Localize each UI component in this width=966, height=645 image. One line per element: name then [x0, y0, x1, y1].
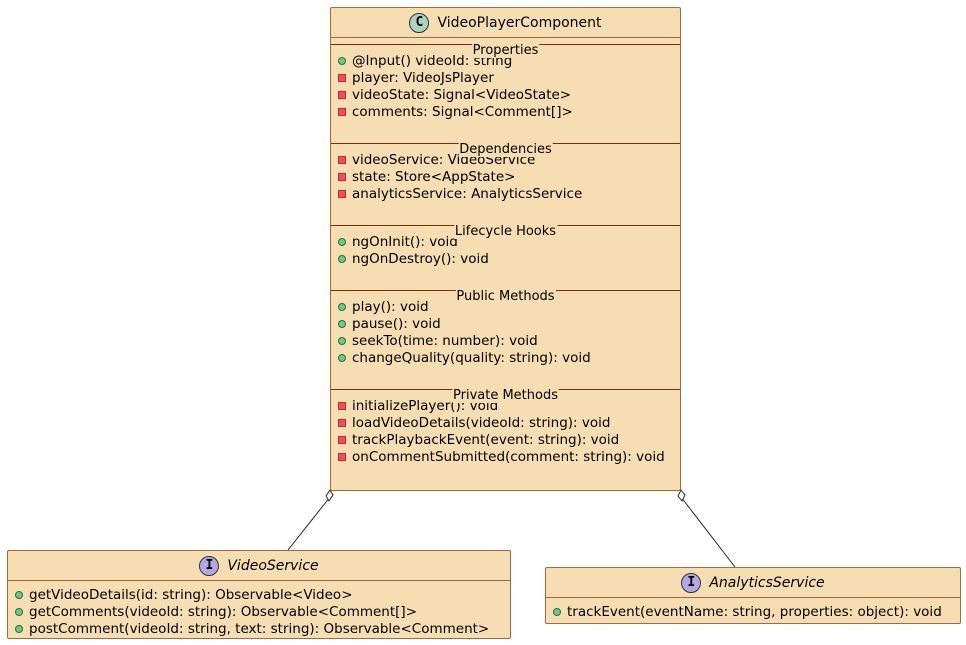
class-member: analyticsService: AnalyticsService: [331, 185, 680, 202]
section-title: Lifecycle Hooks: [453, 224, 558, 239]
public-visibility-icon: [338, 302, 346, 311]
class-member: onCommentSubmitted(comment: string): voi…: [331, 448, 680, 465]
interface-members: getVideoDetails(id: string): Observable<…: [8, 581, 510, 637]
member-text: loadVideoDetails(videoId: string): void: [352, 414, 611, 431]
section-title: Private Methods: [452, 388, 559, 403]
private-visibility-icon: [338, 418, 346, 427]
aggregation-line-analytics-service: [680, 496, 736, 568]
class-member: ngOnDestroy(): void: [331, 250, 680, 267]
aggregation-diamond-analytics-service: [677, 489, 686, 502]
class-header: C VideoPlayerComponent: [331, 8, 680, 38]
private-visibility-icon: [338, 435, 346, 444]
class-member: trackPlaybackEvent(event: string): void: [331, 431, 680, 448]
class-member: player: VideoJsPlayer: [331, 69, 680, 86]
private-visibility-icon: [338, 73, 346, 82]
aggregation-diamond-video-service: [325, 489, 334, 502]
private-visibility-icon: [338, 172, 346, 181]
private-visibility-icon: [338, 155, 346, 164]
class-member: getComments(videoId: string): Observable…: [8, 603, 510, 620]
interface-stereotype-icon: I: [681, 572, 702, 593]
class-member: changeQuality(quality: string): void: [331, 349, 680, 366]
section-title: Dependencies: [458, 142, 553, 157]
private-visibility-icon: [338, 452, 346, 461]
class-member: comments: Signal<Comment[]>: [331, 103, 680, 120]
interface-name: AnalyticsService: [709, 574, 825, 591]
class-member: trackEvent(eventName: string, properties…: [546, 603, 960, 620]
member-text: play(): void: [352, 298, 429, 315]
class-video-player-component[interactable]: C VideoPlayerComponent Properties@Input(…: [330, 7, 681, 491]
member-text: trackPlaybackEvent(event: string): void: [352, 431, 620, 448]
class-member: play(): void: [331, 298, 680, 315]
class-name: VideoPlayerComponent: [437, 14, 602, 31]
interface-analytics-service[interactable]: I AnalyticsService trackEvent(eventName:…: [545, 567, 961, 624]
class-member: pause(): void: [331, 315, 680, 332]
member-text: comments: Signal<Comment[]>: [352, 103, 573, 120]
member-text: ngOnDestroy(): void: [352, 250, 489, 267]
class-stereotype-icon: C: [409, 12, 430, 33]
public-visibility-icon: [338, 254, 346, 263]
member-text: analyticsService: AnalyticsService: [352, 185, 583, 202]
section-title: Properties: [471, 43, 540, 58]
interface-stereotype-icon: I: [199, 555, 220, 576]
member-text: seekTo(time: number): void: [352, 332, 538, 349]
class-member: postComment(videoId: string, text: strin…: [8, 620, 510, 637]
public-visibility-icon: [338, 237, 346, 246]
class-member: loadVideoDetails(videoId: string): void: [331, 414, 680, 431]
member-text: pause(): void: [352, 315, 441, 332]
section-divider: Public Methods: [331, 290, 680, 304]
section-title: Public Methods: [455, 289, 556, 304]
public-visibility-icon: [338, 56, 346, 65]
aggregation-line-video-service: [287, 496, 331, 551]
private-visibility-icon: [338, 189, 346, 198]
public-visibility-icon: [338, 336, 346, 345]
member-text: trackEvent(eventName: string, properties…: [567, 603, 942, 620]
class-member: seekTo(time: number): void: [331, 332, 680, 349]
class-member: ngOnInit(): void: [331, 233, 680, 250]
member-text: changeQuality(quality: string): void: [352, 349, 591, 366]
member-text: getVideoDetails(id: string): Observable<…: [29, 586, 353, 603]
public-visibility-icon: [338, 353, 346, 362]
section-divider: Private Methods: [331, 389, 680, 403]
private-visibility-icon: [338, 107, 346, 116]
public-visibility-icon: [15, 624, 23, 633]
public-visibility-icon: [338, 319, 346, 328]
private-visibility-icon: [338, 90, 346, 99]
section-divider: Lifecycle Hooks: [331, 225, 680, 239]
interface-members: trackEvent(eventName: string, properties…: [546, 598, 960, 620]
section-divider: Properties: [331, 44, 680, 58]
section-divider: Dependencies: [331, 143, 680, 157]
interface-name: VideoService: [227, 557, 319, 574]
class-member: videoState: Signal<VideoState>: [331, 86, 680, 103]
member-text: state: Store<AppState>: [352, 168, 516, 185]
interface-video-service[interactable]: I VideoService getVideoDetails(id: strin…: [7, 550, 511, 639]
interface-header: I VideoService: [8, 551, 510, 581]
member-text: getComments(videoId: string): Observable…: [29, 603, 418, 620]
public-visibility-icon: [15, 590, 23, 599]
class-member: getVideoDetails(id: string): Observable<…: [8, 586, 510, 603]
private-visibility-icon: [338, 401, 346, 410]
class-member: state: Store<AppState>: [331, 168, 680, 185]
member-text: onCommentSubmitted(comment: string): voi…: [352, 448, 665, 465]
interface-header: I AnalyticsService: [546, 568, 960, 598]
member-text: ngOnInit(): void: [352, 233, 458, 250]
public-visibility-icon: [15, 607, 23, 616]
member-text: postComment(videoId: string, text: strin…: [29, 620, 490, 637]
public-visibility-icon: [553, 607, 561, 616]
member-text: videoState: Signal<VideoState>: [352, 86, 572, 103]
member-text: player: VideoJsPlayer: [352, 69, 494, 86]
